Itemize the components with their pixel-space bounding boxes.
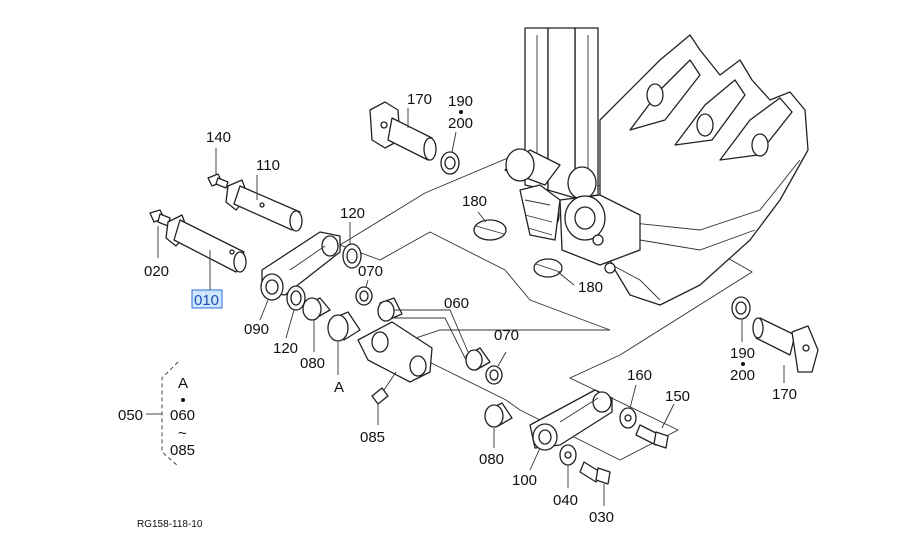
group-item-060: 060 <box>170 407 195 424</box>
arm <box>524 27 599 199</box>
clip-180-lower <box>533 258 563 278</box>
washer-190-lower <box>731 296 751 320</box>
label-A[interactable]: A <box>334 379 344 396</box>
bush-080-left <box>302 297 331 321</box>
bush-A <box>327 311 361 375</box>
link-090 <box>260 231 341 301</box>
label-190-lower[interactable]: 190 <box>730 345 755 362</box>
bush-060-upper <box>377 297 403 322</box>
bush-080-right <box>484 402 513 428</box>
label-200-lower[interactable]: 200 <box>730 367 755 384</box>
washer-120-lower <box>286 285 306 311</box>
label-180-upper[interactable]: 180 <box>462 193 487 210</box>
label-080-right[interactable]: 080 <box>479 451 504 468</box>
label-040[interactable]: 040 <box>553 492 578 509</box>
clip-180-upper <box>473 219 507 241</box>
label-085[interactable]: 085 <box>360 429 385 446</box>
link-100 <box>529 389 613 451</box>
label-080-left[interactable]: 080 <box>300 355 325 372</box>
separator-dot <box>741 362 745 366</box>
label-110[interactable]: 110 <box>256 157 280 174</box>
separator-dot <box>459 110 463 114</box>
washer-070-upper <box>355 286 373 306</box>
bolt-150 <box>635 424 669 449</box>
label-100[interactable]: 100 <box>512 472 537 489</box>
label-070-upper[interactable]: 070 <box>358 263 383 280</box>
group-item-A: A <box>178 375 188 392</box>
bolt-030 <box>579 461 611 485</box>
label-190[interactable]: 190 <box>448 93 473 110</box>
label-010[interactable]: 010 <box>194 292 219 309</box>
bush-060-lower <box>465 347 491 371</box>
label-010-highlight <box>191 289 223 309</box>
grease-nipple-020 <box>149 209 171 258</box>
washer-190-top <box>440 151 460 175</box>
label-090[interactable]: 090 <box>244 321 269 338</box>
pin-010 <box>165 214 247 290</box>
bucket <box>599 34 809 306</box>
group-range-mark: ~ <box>178 425 187 442</box>
label-180-lower[interactable]: 180 <box>578 279 603 296</box>
label-120-lower[interactable]: 120 <box>273 340 298 357</box>
washer-070-lower <box>485 365 503 385</box>
group-bracket <box>146 361 179 467</box>
bucket-bosses <box>504 148 641 274</box>
group-item-085: 085 <box>170 442 195 459</box>
label-060[interactable]: 060 <box>444 295 469 312</box>
label-050[interactable]: 050 <box>118 407 143 424</box>
label-070-lower[interactable]: 070 <box>494 327 519 344</box>
label-160[interactable]: 160 <box>627 367 652 384</box>
washer-040 <box>559 444 577 466</box>
label-200[interactable]: 200 <box>448 115 473 132</box>
label-150[interactable]: 150 <box>665 388 690 405</box>
label-170-lower[interactable]: 170 <box>772 386 797 403</box>
grease-nipple-140 <box>207 148 229 189</box>
label-030[interactable]: 030 <box>589 509 614 526</box>
label-020[interactable]: 020 <box>144 263 169 280</box>
washer-160 <box>619 407 637 429</box>
separator-dot <box>181 398 185 402</box>
pin-170-top <box>369 101 437 161</box>
leader-lines <box>256 108 785 506</box>
washer-120-upper <box>342 243 362 269</box>
label-140[interactable]: 140 <box>206 129 231 146</box>
block-085 <box>357 321 433 425</box>
label-170[interactable]: 170 <box>407 91 432 108</box>
pin-110 <box>225 179 303 232</box>
label-120-upper[interactable]: 120 <box>340 205 365 222</box>
reference-code: RG158-118-10 <box>137 519 203 530</box>
pin-170-lower <box>752 317 819 373</box>
